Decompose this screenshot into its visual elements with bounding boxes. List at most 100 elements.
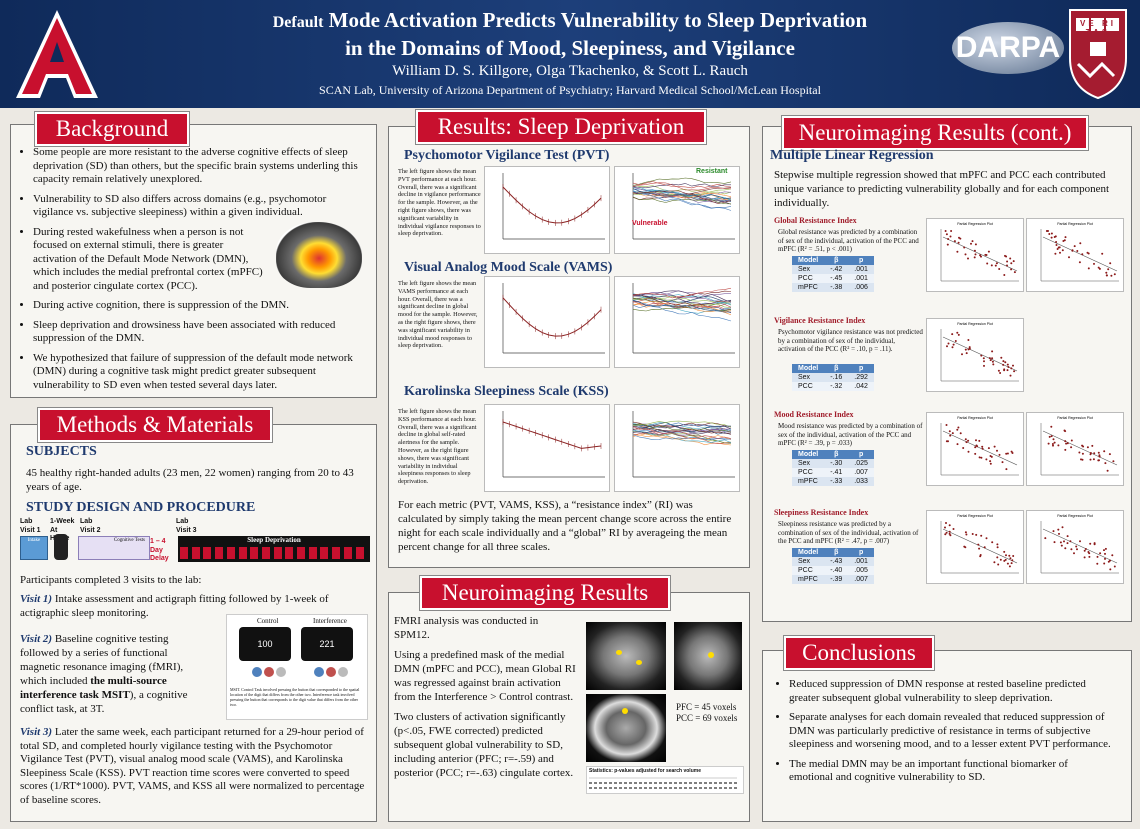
msit-control-screen: 100 [239,627,291,661]
regression-table-header: β [824,364,849,373]
scatter-point [1104,462,1107,465]
scatter-point [1005,468,1008,471]
scatter-point [965,533,968,536]
scatter-point [1086,446,1089,449]
scatter-point [1044,537,1047,540]
scatter-point [970,242,972,245]
scatter-point [998,268,1001,270]
individual-series-line [632,181,732,189]
individual-series-line [632,298,732,306]
pvt-resistant-label: Resistant [696,168,728,175]
scatter-point [988,357,991,360]
mean-series-line [502,186,602,224]
background-bullet: During active cognition, there is suppre… [33,299,363,313]
regression-table-row: PCC-.41.007 [792,468,874,477]
scatter-point [1010,262,1013,265]
scatter-point [976,445,979,448]
scatter-point [980,534,983,537]
individual-series-line [632,426,732,439]
mean-series-line [502,421,602,449]
scatter-point [1106,469,1109,472]
vams-heading: Visual Analog Mood Scale (VAMS) [404,260,613,275]
scatter-point [978,456,981,459]
scatter-point [1054,252,1057,255]
scatter-point [1064,448,1067,451]
scatter-point [1066,542,1069,545]
scatter-point [947,238,950,240]
sd-hour-block [320,547,329,559]
scatter-point [978,439,981,442]
regression-table-cell: Sex [792,373,825,382]
regression-table-row: mPFC-.38.006 [792,283,874,292]
scatter-point [944,526,946,529]
regression-table-cell: .292 [848,373,874,382]
regression-table-cell: PCC [792,468,825,477]
scatter-point [990,455,993,458]
kss-individual-chart [614,404,740,492]
scatter-point [1013,271,1016,274]
visit2-tail: ), a cognitive conflict task, at 3T. [20,689,188,715]
scatter-point [1081,452,1084,455]
regression-table-row: Sex-.42.001 [792,265,874,274]
scatter-point [1078,261,1081,264]
spm-stats-label: Statistics: p-values adjusted for search… [589,768,701,774]
scatter-point [949,534,952,537]
background-bullet: Some people are more resistant to the ad… [33,146,363,187]
msit-control-label: Control [257,617,279,625]
regression-table-header: β [824,548,849,557]
scatter-point [1110,274,1113,277]
scatter-point [1069,540,1072,543]
scatter-point [1056,248,1059,250]
scatter-point [951,333,954,336]
mlr-text: Stepwise multiple regression showed that… [774,169,1110,209]
regression-section-text: Sleepiness resistance was predicted by a… [778,520,919,545]
pvt-vulnerable-label: Vulnerable [632,220,668,227]
regression-table-cell: mPFC [792,477,825,486]
scatter-point [1005,452,1008,455]
regression-table-cell: .007 [848,575,874,584]
scatter-point [1089,458,1092,461]
scatter-point [1088,552,1091,555]
scatter-point [949,434,952,437]
scatter-point [1092,458,1095,461]
sd-hour-block [191,547,200,559]
scatter-point [952,343,955,346]
scatter-point [1009,257,1012,260]
msit-caption: MSIT. Control Task involved pressing the… [230,687,360,707]
scatter-point [1083,549,1086,552]
scatter-point [1003,550,1006,553]
scatter-point [968,347,971,350]
scatter-point [1006,562,1009,565]
scatter-point [1064,430,1067,433]
scatter-point [984,253,987,256]
scatter-point [945,440,948,443]
scatter-point [1103,450,1106,453]
scatter-point [945,424,948,426]
scatter-point [1108,453,1111,456]
scatter-point [967,439,970,442]
scatter-point [1097,451,1100,454]
regression-table-cell: -.42 [824,265,849,274]
scatter-point [1059,541,1062,544]
regression-table-cell: mPFC [792,575,825,584]
individual-series-line [632,428,732,436]
scatter-point [1008,554,1011,557]
scatter-point [1070,439,1073,442]
kss-text: The left figure shows the mean KSS perfo… [398,408,477,486]
scatter-point [1080,458,1082,461]
scatter-point [956,428,959,431]
regression-section-title: Global Resistance Index [774,216,857,225]
darpa-logo: DARPA [952,22,1064,74]
scatter-point [967,339,970,341]
regression-table-header: p [848,364,874,373]
regression-table-cell: -.45 [824,274,849,283]
scatter-point [1109,568,1112,571]
scatter-point [995,262,998,265]
scatter-point [1111,554,1114,557]
sd-hour-block [261,547,270,559]
scatter-point [993,445,996,448]
